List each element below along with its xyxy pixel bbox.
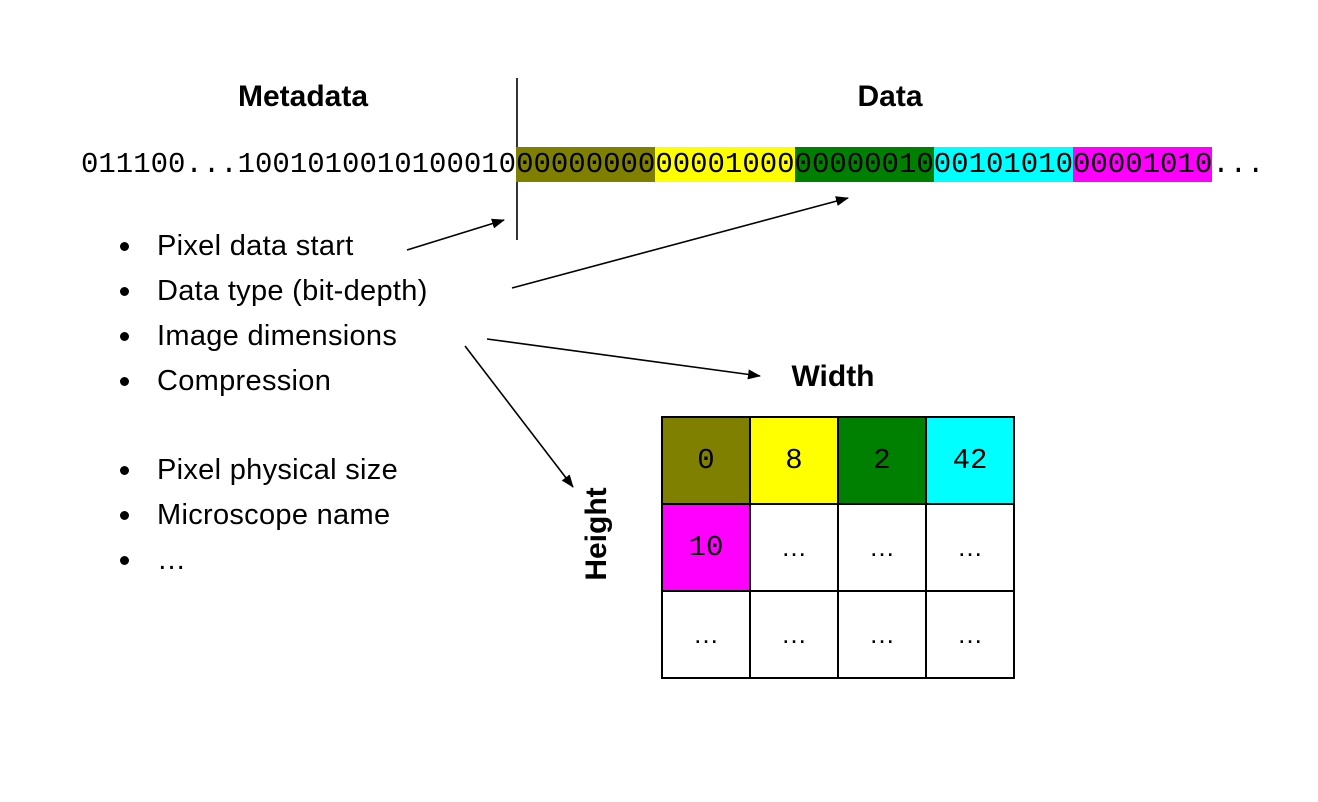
- binary-segment-2: 00001000: [655, 147, 795, 182]
- pixel-value-grid: 0 8 2 42 10 … … … … … … …: [661, 416, 1015, 679]
- list-item: Pixel physical size: [112, 448, 398, 493]
- bullet-label: …: [157, 544, 187, 576]
- grid-cell: …: [749, 590, 839, 679]
- bullet-icon: [120, 556, 129, 565]
- width-axis-label: Width: [791, 360, 875, 393]
- bullet-icon: [120, 466, 129, 475]
- arrow-pixel-data-start: [406, 218, 505, 251]
- list-item: Microscope name: [112, 493, 398, 538]
- table-row: 10 … … …: [661, 503, 1015, 592]
- binary-stream: 011100...1001010010100010 00000000 00001…: [81, 147, 1264, 182]
- arrow-data-type: [511, 196, 849, 289]
- bullet-label: Microscope name: [157, 499, 391, 531]
- bullet-icon: [120, 287, 129, 296]
- list-item: Pixel data start: [112, 224, 428, 269]
- grid-cell: 42: [925, 416, 1015, 505]
- bullet-icon: [120, 332, 129, 341]
- binary-segment-5: 00001010: [1073, 147, 1213, 182]
- binary-segment-3: 00000010: [794, 147, 934, 182]
- grid-cell: …: [749, 503, 839, 592]
- grid-cell: …: [925, 503, 1015, 592]
- grid-cell: 10: [661, 503, 751, 592]
- metadata-fields-list: Pixel data start Data type (bit-depth) I…: [112, 224, 428, 404]
- grid-cell: 0: [661, 416, 751, 505]
- metadata-section-title: Metadata: [237, 80, 369, 113]
- list-item: Compression: [112, 359, 428, 404]
- grid-cell: …: [837, 590, 927, 679]
- grid-cell: …: [661, 590, 751, 679]
- arrow-dimensions-width: [486, 338, 761, 380]
- metadata-optional-fields-list: Pixel physical size Microscope name …: [112, 448, 398, 583]
- bullet-label: Pixel physical size: [157, 454, 399, 486]
- data-section-title: Data: [857, 80, 923, 113]
- grid-cell: …: [925, 590, 1015, 679]
- bullet-label: Compression: [157, 365, 332, 397]
- list-item: Data type (bit-depth): [112, 269, 428, 314]
- arrow-dimensions-height: [464, 345, 574, 488]
- bullet-label: Image dimensions: [157, 320, 398, 352]
- bullet-label: Data type (bit-depth): [157, 275, 428, 307]
- height-axis-label: Height: [580, 487, 613, 581]
- list-item: …: [112, 538, 398, 583]
- table-row: 0 8 2 42: [661, 416, 1015, 505]
- bullet-icon: [120, 511, 129, 520]
- grid-cell: …: [837, 503, 927, 592]
- binary-prefix: 011100...1001010010100010: [81, 148, 517, 181]
- binary-segment-1: 00000000: [516, 147, 656, 182]
- list-item: Image dimensions: [112, 314, 428, 359]
- bullet-icon: [120, 242, 129, 251]
- grid-cell: 2: [837, 416, 927, 505]
- table-row: … … … …: [661, 590, 1015, 679]
- bullet-label: Pixel data start: [157, 230, 354, 262]
- binary-suffix: ...: [1212, 148, 1265, 181]
- grid-cell: 8: [749, 416, 839, 505]
- bullet-icon: [120, 377, 129, 386]
- binary-segment-4: 00101010: [933, 147, 1074, 182]
